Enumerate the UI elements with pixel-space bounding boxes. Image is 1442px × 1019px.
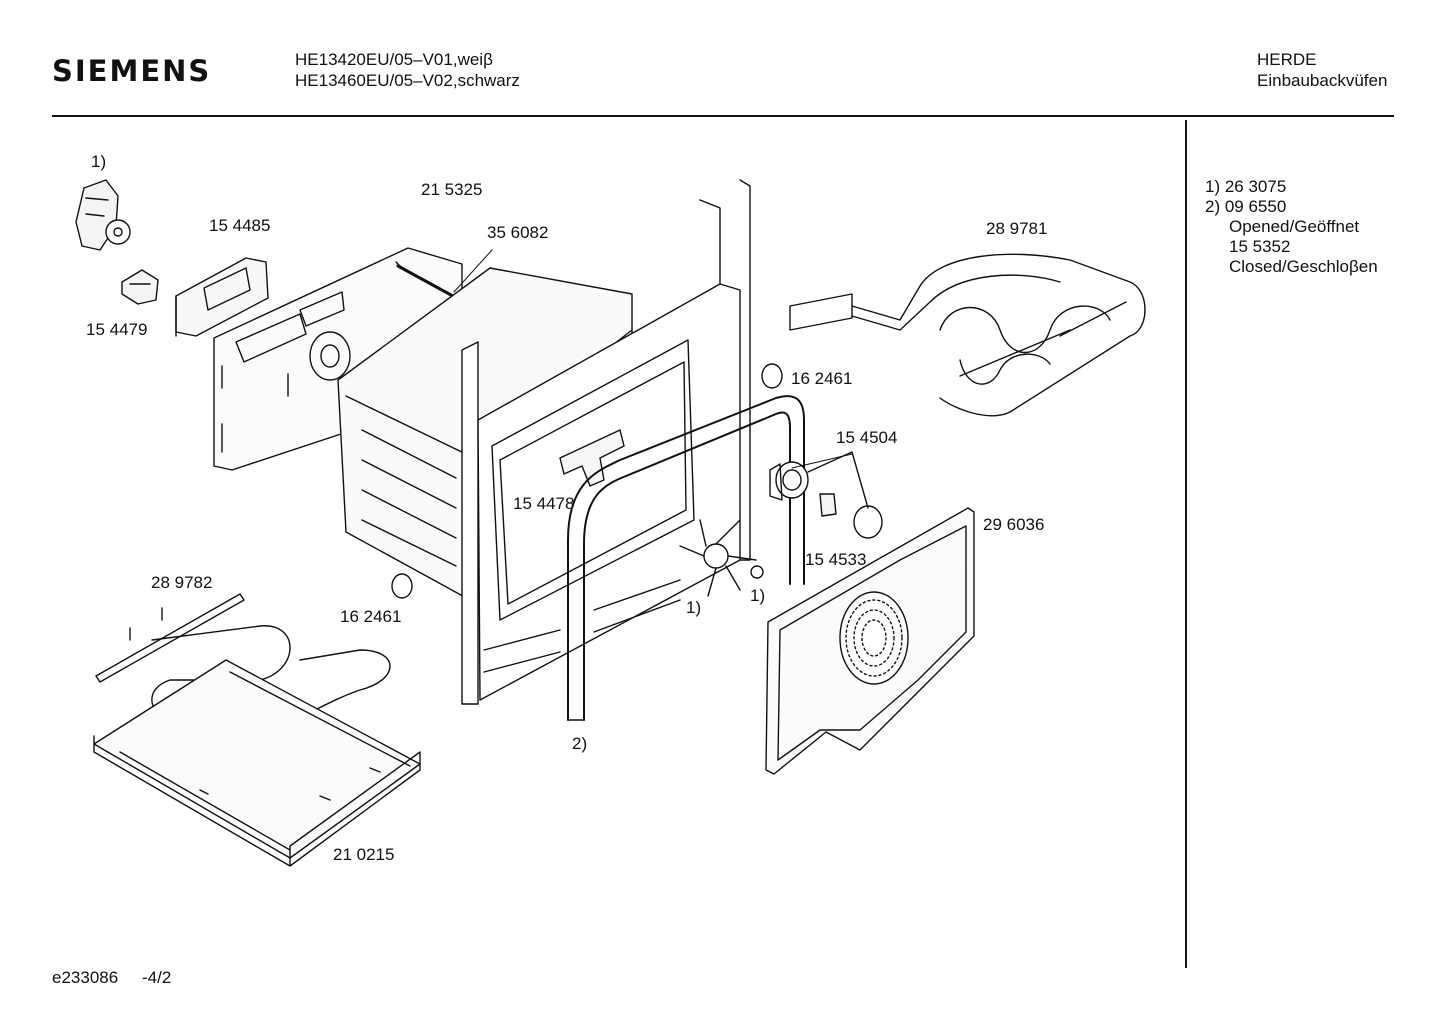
ref-2-frame-label: 2) <box>572 734 588 753</box>
bracket-part <box>176 258 268 336</box>
rear-cover-panel <box>766 508 974 774</box>
part-label-154478: 15 4478 <box>513 494 575 513</box>
door-seal-frame <box>568 396 804 720</box>
ref-1-fan-label: 1) <box>686 598 702 617</box>
grommet-part <box>762 364 782 388</box>
part-label-210215: 21 0215 <box>333 845 395 864</box>
front-frame <box>462 180 750 704</box>
part-label-215325: 21 5325 <box>421 180 483 199</box>
model-line-2: HE13460EU/05–V02,schwarz <box>295 71 520 90</box>
part-label-289781: 28 9781 <box>986 219 1048 238</box>
ref-1-switch-label: 1) <box>91 152 107 171</box>
part-label-154504: 15 4504 <box>836 428 898 447</box>
part-label-154533: 15 4533 <box>805 550 867 569</box>
model-line-1: HE13420EU/05–V01,weiβ <box>295 50 493 69</box>
note-line-4: 15 5352 <box>1229 237 1291 256</box>
fan-blade-part <box>680 520 756 596</box>
part-label-162461-upper: 16 2461 <box>791 369 853 388</box>
page-number: -4/2 <box>142 968 172 987</box>
part-label-154485: 15 4485 <box>209 216 271 235</box>
top-heating-element <box>790 254 1145 415</box>
part-label-296036: 29 6036 <box>983 515 1045 534</box>
note-line-3: Opened/Geöffnet <box>1229 217 1360 236</box>
note-line-1: 1) 26 3075 <box>1205 177 1287 196</box>
part-label-289782: 28 9782 <box>151 573 213 592</box>
part-label-356082: 35 6082 <box>487 223 549 242</box>
category-subtitle: Einbaubackvüfen <box>1257 71 1388 90</box>
lamp-assembly <box>770 452 882 538</box>
note-line-2: 2) 09 6550 <box>1205 197 1287 216</box>
connector-part <box>122 270 158 304</box>
support-bracket <box>560 430 624 486</box>
switch-part <box>76 180 130 250</box>
part-label-154479: 15 4479 <box>86 320 148 339</box>
bottom-tray <box>94 660 420 866</box>
grommet-part-lower <box>392 574 412 598</box>
category-title: HERDE <box>1257 50 1317 69</box>
notes-divider <box>1185 120 1187 968</box>
ref-1-nut-label: 1) <box>750 586 766 605</box>
header-divider <box>52 115 1394 117</box>
part-label-162461-lower: 16 2461 <box>340 607 402 626</box>
note-line-5: Closed/Geschloβen <box>1229 257 1378 276</box>
brand-logo: SIEMENS <box>52 54 212 88</box>
exploded-parts-diagram <box>0 0 1180 960</box>
nut-part <box>751 566 763 578</box>
leader-lines <box>454 250 852 468</box>
document-id: e233086 <box>52 968 119 987</box>
